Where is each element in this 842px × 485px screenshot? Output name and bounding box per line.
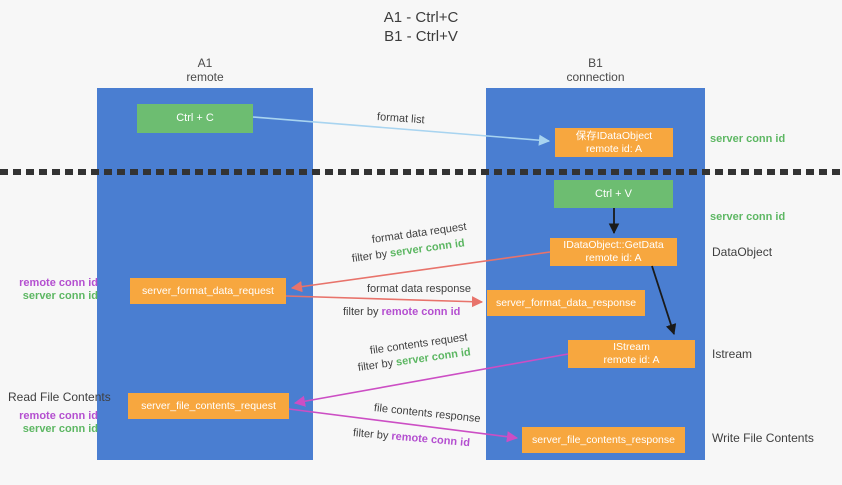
column-b1-header: B1 connection <box>486 56 705 84</box>
ctrl-c-node: Ctrl + C <box>137 104 253 133</box>
getdata-line1: IDataObject::GetData <box>563 239 664 251</box>
file-response-filter-label: filter by remote conn id <box>352 427 470 449</box>
write-file-contents-annotation: Write File Contents <box>712 431 814 445</box>
file-conn-id-pair: remote conn id server conn id <box>0 410 98 436</box>
file-response-filter-id: remote conn id <box>390 430 471 450</box>
format-request-filter-label: filter by server conn id <box>351 237 465 265</box>
file-request-label: server_file_contents_request <box>141 399 276 412</box>
file-server-conn-id-label: server conn id <box>22 423 98 435</box>
column-a1-subtitle: remote <box>186 70 224 84</box>
server-conn-id-annotation-top: server conn id <box>710 133 786 145</box>
getdata-line2: remote id: A <box>585 252 642 264</box>
format-response-filter-id: remote conn id <box>381 306 461 318</box>
file-request-filter-prefix: filter by <box>357 356 397 374</box>
file-response-filter-prefix: filter by <box>352 427 392 443</box>
format-server-conn-id-label: server conn id <box>22 290 98 302</box>
server-file-contents-request-node: server_file_contents_request <box>128 393 289 419</box>
istream-annotation: Istream <box>712 347 753 361</box>
format-list-arrow-label: format list <box>376 111 425 127</box>
file-contents-response-arrow-label: file contents response <box>373 402 482 426</box>
column-a1-header: A1 remote <box>97 56 313 84</box>
server-conn-id-annotation-mid: server conn id <box>710 211 786 223</box>
format-response-label: server_format_data_response <box>495 296 637 309</box>
istream-line1: IStream <box>613 341 650 353</box>
format-response-filter-prefix: filter by <box>343 306 382 318</box>
format-request-filter-prefix: filter by <box>351 247 391 265</box>
istream-node: IStream remote id: A <box>568 340 695 368</box>
column-a1-name: A1 <box>197 56 213 70</box>
idataobject-getdata-node: IDataObject::GetData remote id: A <box>550 238 677 266</box>
file-response-label: server_file_contents_response <box>531 433 675 446</box>
read-file-contents-annotation: Read File Contents <box>8 390 111 404</box>
format-data-response-arrow-label: format data response <box>367 283 471 295</box>
title-line-1: A1 - Ctrl+C <box>383 9 459 26</box>
format-remote-conn-id-label: remote conn id <box>19 277 98 289</box>
machine-boundary-dotted-line <box>0 169 842 175</box>
istream-line2: remote id: A <box>603 354 660 366</box>
format-data-response-arrow <box>285 295 484 308</box>
diagram-title: A1 - Ctrl+C B1 - Ctrl+V <box>0 8 842 46</box>
save-idataobject-line1: 保存IDataObject <box>575 129 653 142</box>
format-conn-id-pair: remote conn id server conn id <box>0 277 98 303</box>
column-b1-subtitle: connection <box>566 70 625 84</box>
title-line-2: B1 - Ctrl+V <box>384 28 458 45</box>
column-b1-name: B1 <box>588 56 603 70</box>
ctrl-v-node: Ctrl + V <box>554 180 673 208</box>
file-remote-conn-id-label: remote conn id <box>19 410 98 422</box>
server-format-data-response-node: server_format_data_response <box>487 290 645 316</box>
ctrl-v-label: Ctrl + V <box>595 187 632 200</box>
server-file-contents-response-node: server_file_contents_response <box>522 427 685 453</box>
save-idataobject-node: 保存IDataObject remote id: A <box>555 128 673 157</box>
ctrl-c-label: Ctrl + C <box>176 112 214 124</box>
format-response-filter-label: filter by remote conn id <box>343 306 460 318</box>
format-request-label: server_format_data_request <box>142 284 274 297</box>
save-idataobject-line2: remote id: A <box>585 142 643 155</box>
dataobject-annotation: DataObject <box>712 245 773 259</box>
server-format-data-request-node: server_format_data_request <box>130 278 286 304</box>
